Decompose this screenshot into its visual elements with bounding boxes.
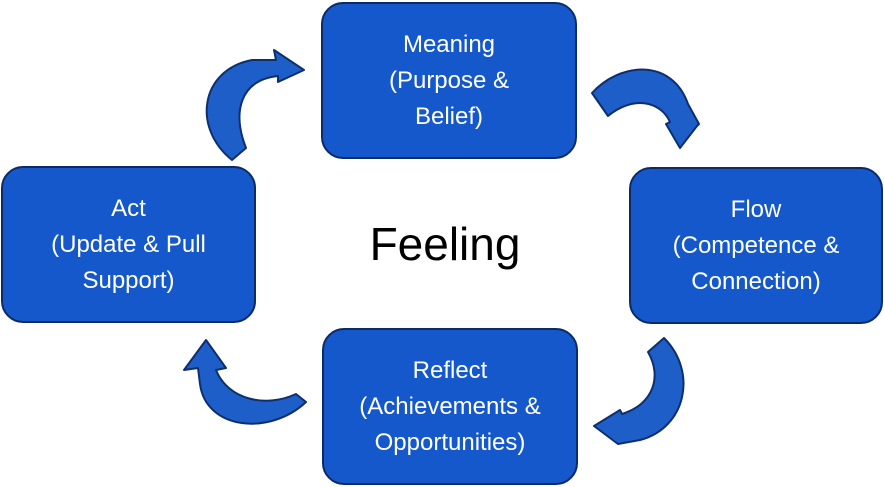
node-reflect-detail-1: (Achievements & [359, 392, 541, 420]
arrow-act-to-meaning [205, 49, 305, 161]
node-act-detail-2: Support) [82, 266, 175, 294]
node-meaning-detail-2: Belief) [414, 102, 484, 130]
node-meaning-title: Meaning [402, 30, 496, 58]
arrow-reflect-to-act [183, 339, 307, 425]
node-act-title: Act [111, 194, 146, 222]
node-flow-title: Flow [730, 195, 782, 223]
node-flow-detail-2: Connection) [691, 267, 821, 295]
node-meaning: Meaning (Purpose & Belief) [321, 2, 577, 159]
center-label: Feeling [369, 218, 521, 270]
node-flow-detail-1: (Competence & [672, 231, 840, 259]
node-reflect: Reflect (Achievements & Opportunities) [322, 328, 578, 485]
node-meaning-detail-1: (Purpose & [388, 66, 510, 94]
node-act: Act (Update & Pull Support) [1, 166, 256, 323]
arrow-flow-to-reflect [593, 337, 685, 445]
arrow-meaning-to-flow [591, 68, 700, 149]
node-flow: Flow (Competence & Connection) [629, 167, 883, 324]
node-reflect-detail-2: Opportunities) [374, 428, 526, 456]
node-reflect-title: Reflect [412, 356, 488, 384]
node-act-detail-1: (Update & Pull [51, 230, 206, 258]
